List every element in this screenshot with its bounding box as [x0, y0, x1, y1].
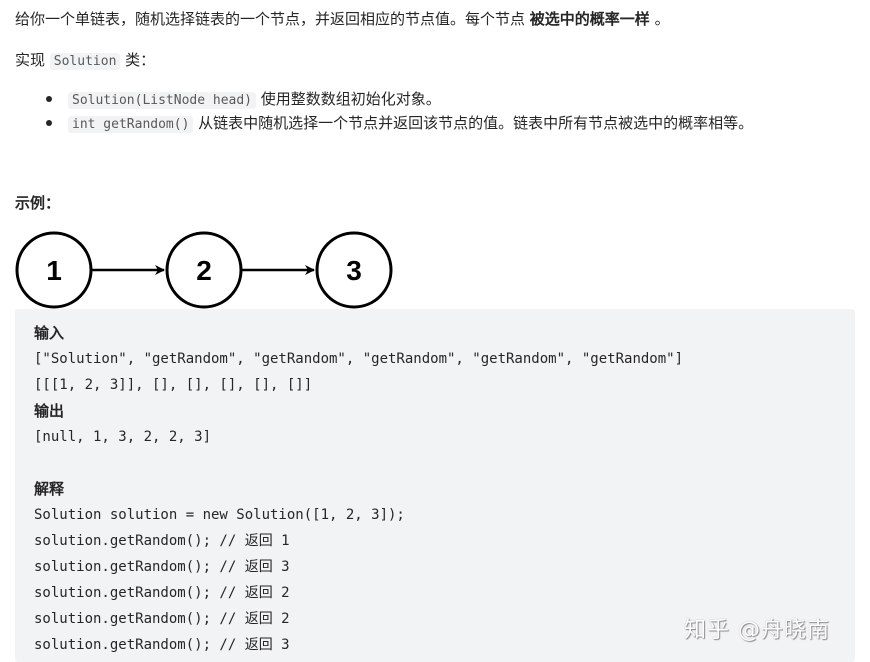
implement-prefix: 实现 [15, 51, 50, 69]
node-value: 3 [346, 255, 362, 286]
intro-end: 。 [649, 10, 670, 28]
method-item: Solution(ListNode head) 使用整数数组初始化对象。 [46, 88, 753, 112]
explanation-label: 解释 [34, 480, 65, 498]
method-list: Solution(ListNode head) 使用整数数组初始化对象。 int… [46, 88, 753, 136]
explanation-line: solution.getRandom(); // 返回 2 [34, 585, 290, 601]
method-item: int getRandom() 从链表中随机选择一个节点并返回该节点的值。链表中… [46, 112, 753, 136]
implement-suffix: 类： [120, 51, 156, 69]
implement-line: 实现 Solution 类： [15, 49, 155, 73]
explanation-line: solution.getRandom(); // 返回 3 [34, 637, 290, 653]
example-code-block: 输入 ["Solution", "getRandom", "getRandom"… [15, 309, 855, 662]
input-label: 输入 [34, 324, 65, 342]
method-description: 从链表中随机选择一个节点并返回该节点的值。链表中所有节点被选中的概率相等。 [193, 114, 754, 132]
method-signature: int getRandom() [68, 116, 194, 133]
linked-list-diagram: 1 2 3 [15, 231, 393, 309]
output-label: 输出 [34, 402, 65, 420]
class-name-code: Solution [49, 53, 121, 70]
explanation-line: solution.getRandom(); // 返回 3 [34, 559, 290, 575]
intro-emphasis: 被选中的概率一样 [529, 10, 650, 28]
method-signature: Solution(ListNode head) [68, 92, 257, 109]
list-node-2: 2 [165, 231, 243, 309]
node-value: 1 [46, 255, 62, 286]
explanation-line: Solution solution = new Solution([1, 2, … [34, 507, 405, 523]
explanation-line: solution.getRandom(); // 返回 1 [34, 533, 290, 549]
node-value: 2 [196, 255, 212, 286]
explanation-line: solution.getRandom(); // 返回 2 [34, 611, 290, 627]
intro-text: 给你一个单链表，随机选择链表的一个节点，并返回相应的节点值。每个节点 [15, 10, 530, 28]
watermark: 知乎 @舟晓南 [684, 618, 830, 643]
problem-description: 给你一个单链表，随机选择链表的一个节点，并返回相应的节点值。每个节点 被选中的概… [15, 8, 670, 30]
list-node-3: 3 [315, 231, 393, 309]
list-node-1: 1 [15, 231, 93, 309]
input-methods: ["Solution", "getRandom", "getRandom", "… [34, 351, 684, 367]
method-description: 使用整数数组初始化对象。 [256, 90, 441, 108]
bullet-icon [46, 96, 52, 102]
bullet-icon [46, 120, 52, 126]
example-title: 示例： [15, 194, 61, 212]
output-values: [null, 1, 3, 2, 2, 3] [34, 429, 212, 445]
input-args: [[[1, 2, 3]], [], [], [], [], []] [34, 377, 313, 393]
